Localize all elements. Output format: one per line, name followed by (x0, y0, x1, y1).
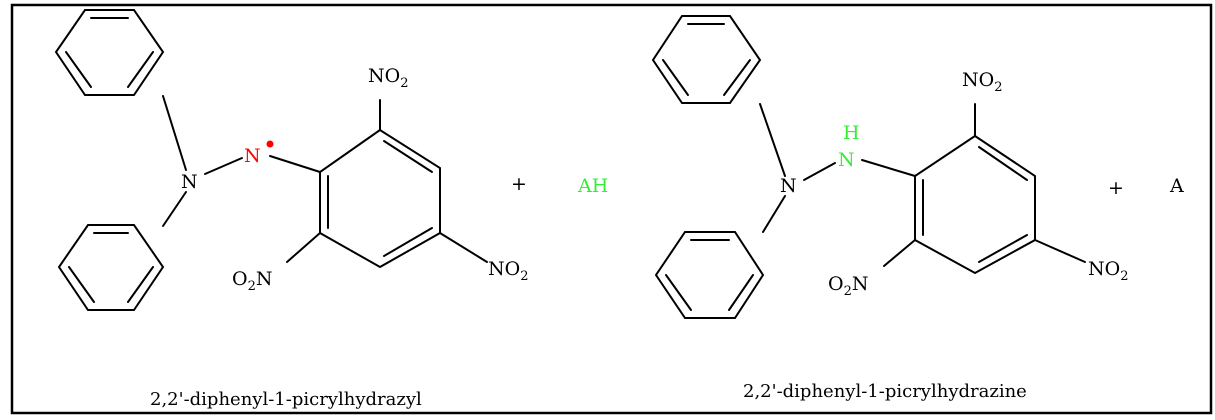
left-bond-n-ring (269, 155, 321, 173)
hydrogen-donor-ah: AH (577, 175, 608, 197)
left-nitro-right-main: NO (488, 258, 520, 280)
left-amine-n: N (181, 171, 198, 193)
left-nitro-right: NO2 (488, 258, 528, 284)
left-o2n-n: N (256, 268, 273, 290)
reactant-plus: + (511, 173, 527, 195)
right-o2n-sub: 2 (844, 284, 852, 299)
right-nitro-right-sub: 2 (1120, 269, 1128, 284)
left-radical-dot (266, 140, 274, 148)
right-molecule: N H N NO2 O2N NO2 2,2'-diphenyl-1-picryl… (651, 15, 1128, 402)
left-o2n-o: O (232, 268, 248, 290)
right-picryl-ring (914, 134, 1036, 275)
left-bottom-phenyl-ring (57, 224, 165, 311)
right-bond-bottom-phenyl-n (762, 195, 786, 233)
right-nh-h: H (843, 122, 860, 144)
right-amine-n: N (780, 175, 797, 197)
right-o2n-n: N (852, 273, 869, 295)
left-picryl-ring (319, 128, 441, 269)
right-bond-top-phenyl-n (759, 103, 786, 177)
left-molecule: N N NO2 O2N NO2 2,2'-diphenyl-1-picrylhy… (54, 9, 528, 410)
right-nh-n: N (838, 149, 855, 171)
left-bond-top-phenyl-n (162, 95, 187, 171)
left-bond-ring-no2-right (439, 232, 488, 263)
left-radical-n: N (244, 145, 261, 167)
right-caption: 2,2'-diphenyl-1-picrylhydrazine (743, 381, 1027, 402)
product-a: A (1169, 175, 1184, 197)
right-o2n-o: O (828, 273, 844, 295)
left-bond-bottom-phenyl-n (162, 191, 187, 227)
left-nitro-right-sub: 2 (520, 269, 528, 284)
right-nitro-bottom-left: O2N (828, 273, 868, 299)
right-bond-ring-no2-right (1034, 239, 1086, 263)
right-bottom-phenyl-ring (654, 231, 765, 319)
right-nitro-right: NO2 (1088, 258, 1128, 284)
right-nitro-top-main: NO (962, 69, 994, 91)
left-nitro-top-main: NO (368, 65, 400, 87)
frame-border (10, 3, 1213, 415)
left-nitro-top: NO2 (368, 65, 408, 91)
right-bond-nh-ring (861, 159, 916, 177)
right-top-phenyl-ring (651, 15, 762, 104)
right-nitro-top-sub: 2 (994, 80, 1002, 95)
right-nitro-right-main: NO (1088, 258, 1120, 280)
left-bond-ring-o2n (286, 232, 321, 263)
right-bond-n-nh (803, 162, 836, 181)
left-o2n-sub: 2 (248, 279, 256, 294)
left-caption: 2,2'-diphenyl-1-picrylhydrazyl (150, 389, 422, 410)
left-top-phenyl-ring (54, 9, 165, 96)
left-nitro-bottom-left: O2N (232, 268, 272, 294)
product-plus: + (1108, 177, 1124, 199)
right-nitro-top: NO2 (962, 69, 1002, 95)
right-bond-ring-o2n (883, 239, 916, 267)
left-bond-n-n (204, 157, 243, 175)
left-nitro-top-sub: 2 (400, 76, 408, 91)
